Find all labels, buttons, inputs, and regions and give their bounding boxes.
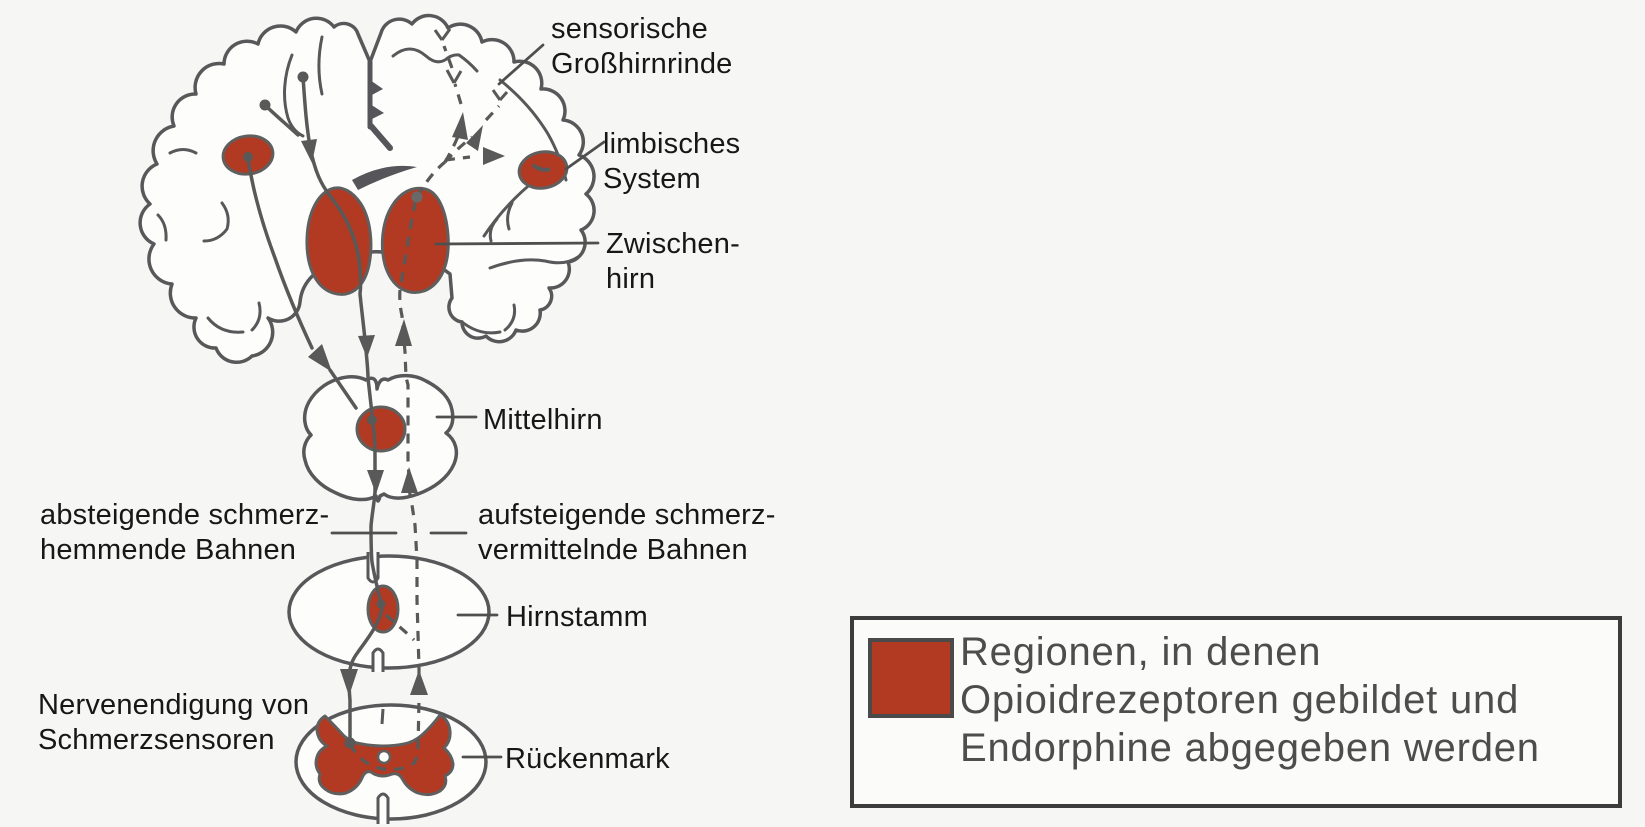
limbic-smudge [531,163,551,172]
ascending-arrowheads [395,112,505,695]
opioid-region-color-swatch [868,638,954,718]
cortex-to-midbrain-line [246,156,358,410]
posterior-median-sulcus [380,708,385,725]
y-terminal [445,69,463,84]
legend-box: Regionen, in denen Opioidrezeptoren gebi… [850,616,1622,808]
descending-pathway [243,71,386,749]
cortex-branch-dashed [415,45,501,198]
up-arrowhead [452,112,468,140]
label-line: Schmerzsensoren [38,724,275,756]
label-line: vermittelnde Bahnen [478,534,748,566]
limbic-system-pointer-line [564,140,606,171]
midbrain-opioid-region [355,405,407,453]
legend-swatch [868,638,954,718]
descending-pathway-line [301,75,384,745]
down-arrowhead [358,335,375,358]
label-line: Nervenendigung von [38,689,310,721]
label-line: aufsteigende schmerz- [478,499,776,531]
label-line: Großhirnrinde [551,48,733,80]
y-terminal [433,28,452,41]
soma-dot [297,71,309,83]
nerve-terminals [433,28,509,101]
label-nerve-endings: Nervenendigung von Schmerzsensoren [38,688,309,758]
thalamus-right-region [380,186,450,294]
down-arrowhead [340,669,358,696]
label-line: absteigende schmerz- [40,499,330,531]
up-arrowhead [410,670,428,695]
legend-line: Opioidrezeptoren gebildet und [960,678,1520,722]
soma-dot [259,99,271,111]
label-line: limbisches [603,128,741,160]
label-line: hemmende Bahnen [40,534,297,566]
legend-line: Regionen, in denen [960,630,1322,674]
spinal-cord-bottom-notch [376,792,390,824]
label-spinal-cord: Rückenmark [505,742,670,777]
down-arrowhead [367,470,384,494]
legend-caption: Regionen, in denen Opioidrezeptoren gebi… [960,628,1540,772]
longitudinal-fissure [352,59,417,190]
label-ascending-pathways: aufsteigende schmerz- vermittelnde Bahne… [478,498,776,568]
label-line: Zwischen- [606,228,740,260]
brainstem-bottom-notch [371,647,385,672]
synapse-dot [367,415,377,425]
y-terminal [491,89,509,101]
label-descending-pathways: absteigende schmerz- hemmende Bahnen [40,498,329,568]
central-canal [376,749,392,765]
thalamus-left-region [305,186,373,296]
ascending-pathway-line [348,198,421,771]
legend-line: Endorphine abgegeben werden [960,726,1540,770]
label-line: System [603,163,701,195]
descending-arrowheads [301,139,384,696]
label-sensory-cortex: sensorische Großhirnrinde [551,12,733,82]
diencephalon-pointer-line [434,241,600,246]
up-arrowhead [466,125,483,151]
label-line: hirn [606,263,656,295]
label-brainstem: Hirnstamm [506,600,648,635]
up-arrowhead [395,319,412,346]
brain-section [138,13,596,365]
label-limbic-system: limbisches System [603,127,740,197]
label-line: Hirnstamm [506,601,648,633]
ascending-pathway [348,28,551,771]
synapse-dot [376,599,386,609]
down-arrowhead [308,344,332,372]
neuron-somata [243,71,386,749]
label-pointer-lines [330,43,606,759]
label-line: Rückenmark [505,743,670,775]
right-arrowhead [483,147,505,165]
brain-outline [138,13,596,365]
up-arrowhead [401,467,418,493]
label-midbrain: Mittelhirn [483,403,603,438]
sensory-cortex-pointer-line [497,43,545,86]
label-line: Mittelhirn [483,404,603,436]
label-line: sensorische [551,13,708,45]
brainstem-collateral-dashed [384,613,416,642]
label-diencephalon: Zwischen- hirn [606,227,740,297]
opioid-regions [221,134,569,797]
thalamus-terminal-dot [411,191,423,203]
down-arrowhead [301,139,317,163]
soma-dot [243,152,253,162]
